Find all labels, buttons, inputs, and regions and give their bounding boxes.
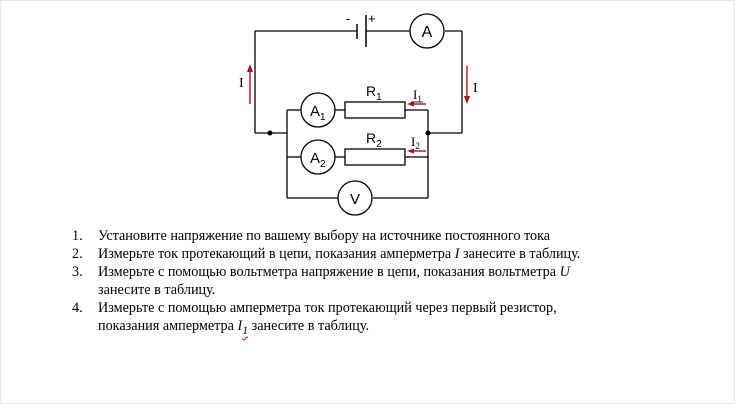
instructions-list: 1. Установите напряжение по вашему выбор… <box>66 227 686 339</box>
resistor-2-icon <box>344 148 406 166</box>
voltmeter-icon <box>337 180 373 216</box>
ammeter-2-label: A2 <box>310 150 326 170</box>
current-arrowhead-left <box>247 64 253 72</box>
instruction-text-end: занесите в таблицу. <box>248 318 369 334</box>
instruction-text-end: занесите в таблицу. <box>98 282 216 298</box>
instruction-text: Измерьте ток протекающий в цепи, показан… <box>98 246 455 262</box>
current-right-label: I <box>473 81 478 96</box>
ammeter-main-icon <box>409 13 445 49</box>
current-2-label: I2 <box>411 134 420 151</box>
ammeter-1-letter: A <box>310 103 320 120</box>
resistor-1-label: R1 <box>366 83 382 103</box>
instruction-text-line2: показания амперметра <box>98 318 238 334</box>
resistor-1-letter: R <box>366 83 376 99</box>
ammeter-main-label: A <box>422 24 433 41</box>
current-2-subscript: 2 <box>415 141 420 151</box>
instruction-text: Измерьте с помощью амперметра ток протек… <box>98 300 557 316</box>
ammeter-1-icon <box>300 92 336 128</box>
current-1-subscript: 1 <box>417 94 422 104</box>
instruction-number: 3. <box>72 264 83 280</box>
voltmeter-label: V <box>350 191 360 208</box>
junction-dot-left <box>267 130 273 136</box>
battery-minus-label: - <box>346 11 350 26</box>
current-arrows <box>247 64 470 154</box>
resistor-2-label: R2 <box>366 130 382 150</box>
resistor-2-letter: R <box>366 130 376 146</box>
instruction-item-3: 3. Измерьте с помощью вольтметра напряже… <box>66 263 686 299</box>
variable-current-1: I1 <box>237 318 249 337</box>
instruction-item-4: 4. Измерьте с помощью амперметра ток про… <box>66 299 686 339</box>
instruction-item-1: 1. Установите напряжение по вашему выбор… <box>66 227 686 245</box>
instruction-number: 2. <box>72 246 83 262</box>
variable-voltage: U <box>559 264 570 280</box>
current-left-label: I <box>239 76 244 91</box>
variable-letter: I <box>237 318 243 334</box>
current-arrowhead-right <box>464 96 470 104</box>
resistor-1-subscript: 1 <box>376 92 382 103</box>
junction-dot-right <box>425 130 431 136</box>
current-arrowhead-2 <box>407 148 414 154</box>
ammeter-2-icon <box>300 139 336 175</box>
current-2-letter: I <box>411 134 415 149</box>
ammeter-1-label: A1 <box>310 103 326 123</box>
instruction-item-2: 2. Измерьте ток протекающий в цепи, пока… <box>66 245 686 263</box>
ammeter-2-subscript: 2 <box>320 159 326 170</box>
circuit-wires <box>254 30 463 199</box>
ammeter-1-subscript: 1 <box>320 112 326 123</box>
instruction-text: Измерьте с помощью вольтметра напряжение… <box>98 264 560 280</box>
variable-subscript: 1 <box>242 322 249 337</box>
variable-current: I <box>454 246 460 262</box>
current-1-label: I1 <box>413 87 422 104</box>
resistor-1-icon <box>344 101 406 119</box>
instruction-number: 4. <box>72 300 83 316</box>
instruction-text-end: занесите в таблицу. <box>459 246 581 262</box>
instruction-number: 1. <box>72 228 83 244</box>
instruction-text: Установите напряжение по вашему выбору н… <box>98 228 551 244</box>
resistor-2-subscript: 2 <box>376 139 382 150</box>
current-arrowhead-1 <box>407 101 414 107</box>
battery-plus-label: + <box>368 11 376 26</box>
ammeter-2-letter: A <box>310 150 320 167</box>
circuit-diagram: - + A A1 A2 V R1 R2 I I I1 I2 <box>239 11 478 216</box>
current-1-letter: I <box>413 87 417 102</box>
